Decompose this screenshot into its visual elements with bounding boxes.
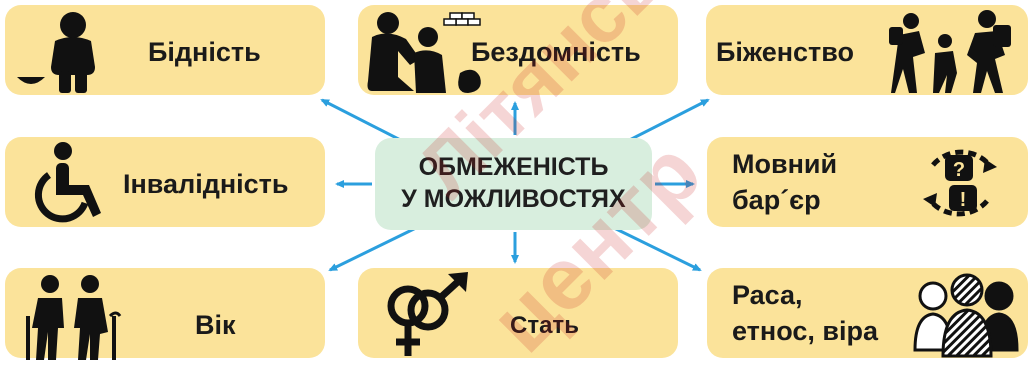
central-concept-line-1: ОБМЕЖЕНІСТЬ (418, 153, 609, 181)
diverse-people-icon (913, 273, 1019, 358)
card-homelessness: Бездомність (358, 5, 678, 95)
refugees-label: Біженство (716, 37, 854, 67)
language-barrier-label-line-1: Мовний (732, 149, 838, 179)
disability-label: Інвалідність (123, 169, 289, 199)
language-barrier-label-line-2: бар´єр (732, 185, 821, 215)
central-concept-line-2: У МОЖЛИВОСТЯХ (401, 185, 626, 213)
poverty-icon (17, 12, 95, 93)
homelessness-label: Бездомність (471, 37, 641, 67)
race-label-line-2: етнос, віра (732, 316, 878, 346)
svg-text:?: ? (953, 159, 965, 181)
refugees-icon (889, 10, 1011, 93)
card-sex: Стать (358, 268, 678, 358)
arrow-to-race (609, 224, 702, 272)
sex-label: Стать (510, 312, 579, 339)
elderly-couple-icon (26, 275, 122, 360)
central-concept: ОБМЕЖЕНІСТЬ У МОЖЛИВОСТЯХ (375, 138, 652, 230)
card-disability: Інвалідність (5, 137, 325, 227)
card-age: Вік (5, 268, 325, 360)
homeless-icon (367, 12, 481, 93)
race-label-line-1: Раса, (732, 280, 803, 310)
card-race-ethnicity-religion: Раса, етнос, віра (707, 268, 1028, 358)
card-refugees: Біженство (706, 5, 1028, 95)
card-poverty: Бідність (5, 5, 325, 95)
wheelchair-icon (34, 142, 101, 223)
arrow-to-age (328, 224, 421, 272)
language-barrier-icon: ? ! (923, 149, 997, 217)
age-label: Вік (195, 310, 236, 340)
poverty-label: Бідність (148, 37, 261, 67)
gender-symbols-icon (387, 272, 468, 356)
card-language-barrier: Мовний бар´єр ? ! (707, 137, 1028, 227)
svg-text:!: ! (960, 189, 967, 211)
